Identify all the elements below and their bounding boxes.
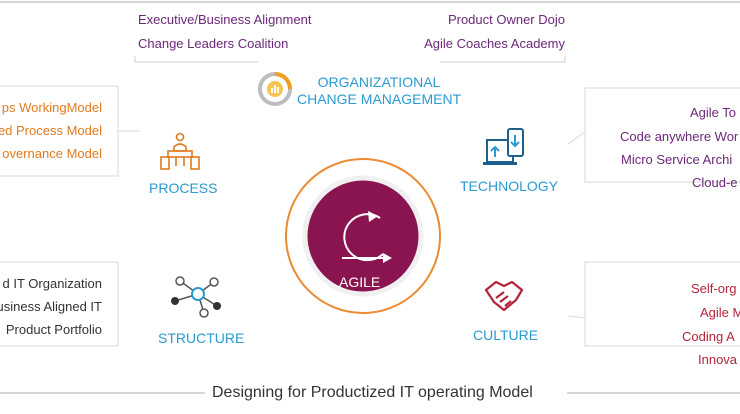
technology-item-3: Micro Service Archi xyxy=(621,152,733,167)
top-left-item-1: Executive/Business Alignment xyxy=(138,12,312,27)
technology-item-4: Cloud-e xyxy=(692,175,738,190)
culture-item-1: Self-org xyxy=(691,281,737,296)
technology-item-1: Agile To xyxy=(690,105,737,120)
org-change-title-line2: CHANGE MANAGEMENT xyxy=(297,91,462,107)
top-right-bracket xyxy=(440,56,566,63)
structure-bracket xyxy=(0,261,119,347)
culture-label: CULTURE xyxy=(473,327,539,343)
top-right-item-1: Product Owner Dojo xyxy=(447,12,565,27)
process-icon xyxy=(160,132,200,170)
structure-item-1: d IT Organization xyxy=(2,276,102,291)
process-item-1: ps WorkingModel xyxy=(1,100,102,115)
process-item-2: ed Process Model xyxy=(0,123,102,138)
footer-title: Designing for Productized IT operating M… xyxy=(212,384,533,401)
process-label: PROCESS xyxy=(149,180,218,196)
structure-item-3: Product Portfolio xyxy=(5,322,102,337)
org-change-icon xyxy=(258,72,292,106)
top-right-item-2: Agile Coaches Academy xyxy=(424,36,565,51)
technology-bracket xyxy=(584,87,740,183)
culture-bracket xyxy=(584,261,740,347)
handshake-icon xyxy=(484,280,524,312)
agile-label: AGILE xyxy=(339,274,381,290)
org-change-title-line1: ORGANIZATIONAL xyxy=(317,74,441,90)
culture-item-3: Coding A xyxy=(682,329,735,344)
agile-core xyxy=(302,175,424,297)
org-change-title: ORGANIZATIONAL CHANGE MANAGEMENT xyxy=(297,74,461,108)
structure-icon xyxy=(171,276,221,318)
top-left-item-2: Change Leaders Coalition xyxy=(138,36,289,51)
structure-label: STRUCTURE xyxy=(158,330,245,346)
structure-item-2: usiness Aligned IT xyxy=(0,299,102,314)
technology-icon xyxy=(483,128,524,165)
outer-orange-ring xyxy=(285,158,441,314)
process-item-3: overnance Model xyxy=(2,146,102,161)
culture-item-2: Agile M xyxy=(700,305,740,320)
top-left-bracket xyxy=(134,56,258,63)
agile-cycle-icon xyxy=(343,213,384,262)
technology-item-2: Code anywhere Wor xyxy=(620,129,739,144)
culture-item-4: Innova xyxy=(698,352,738,367)
technology-label: TECHNOLOGY xyxy=(460,178,559,194)
